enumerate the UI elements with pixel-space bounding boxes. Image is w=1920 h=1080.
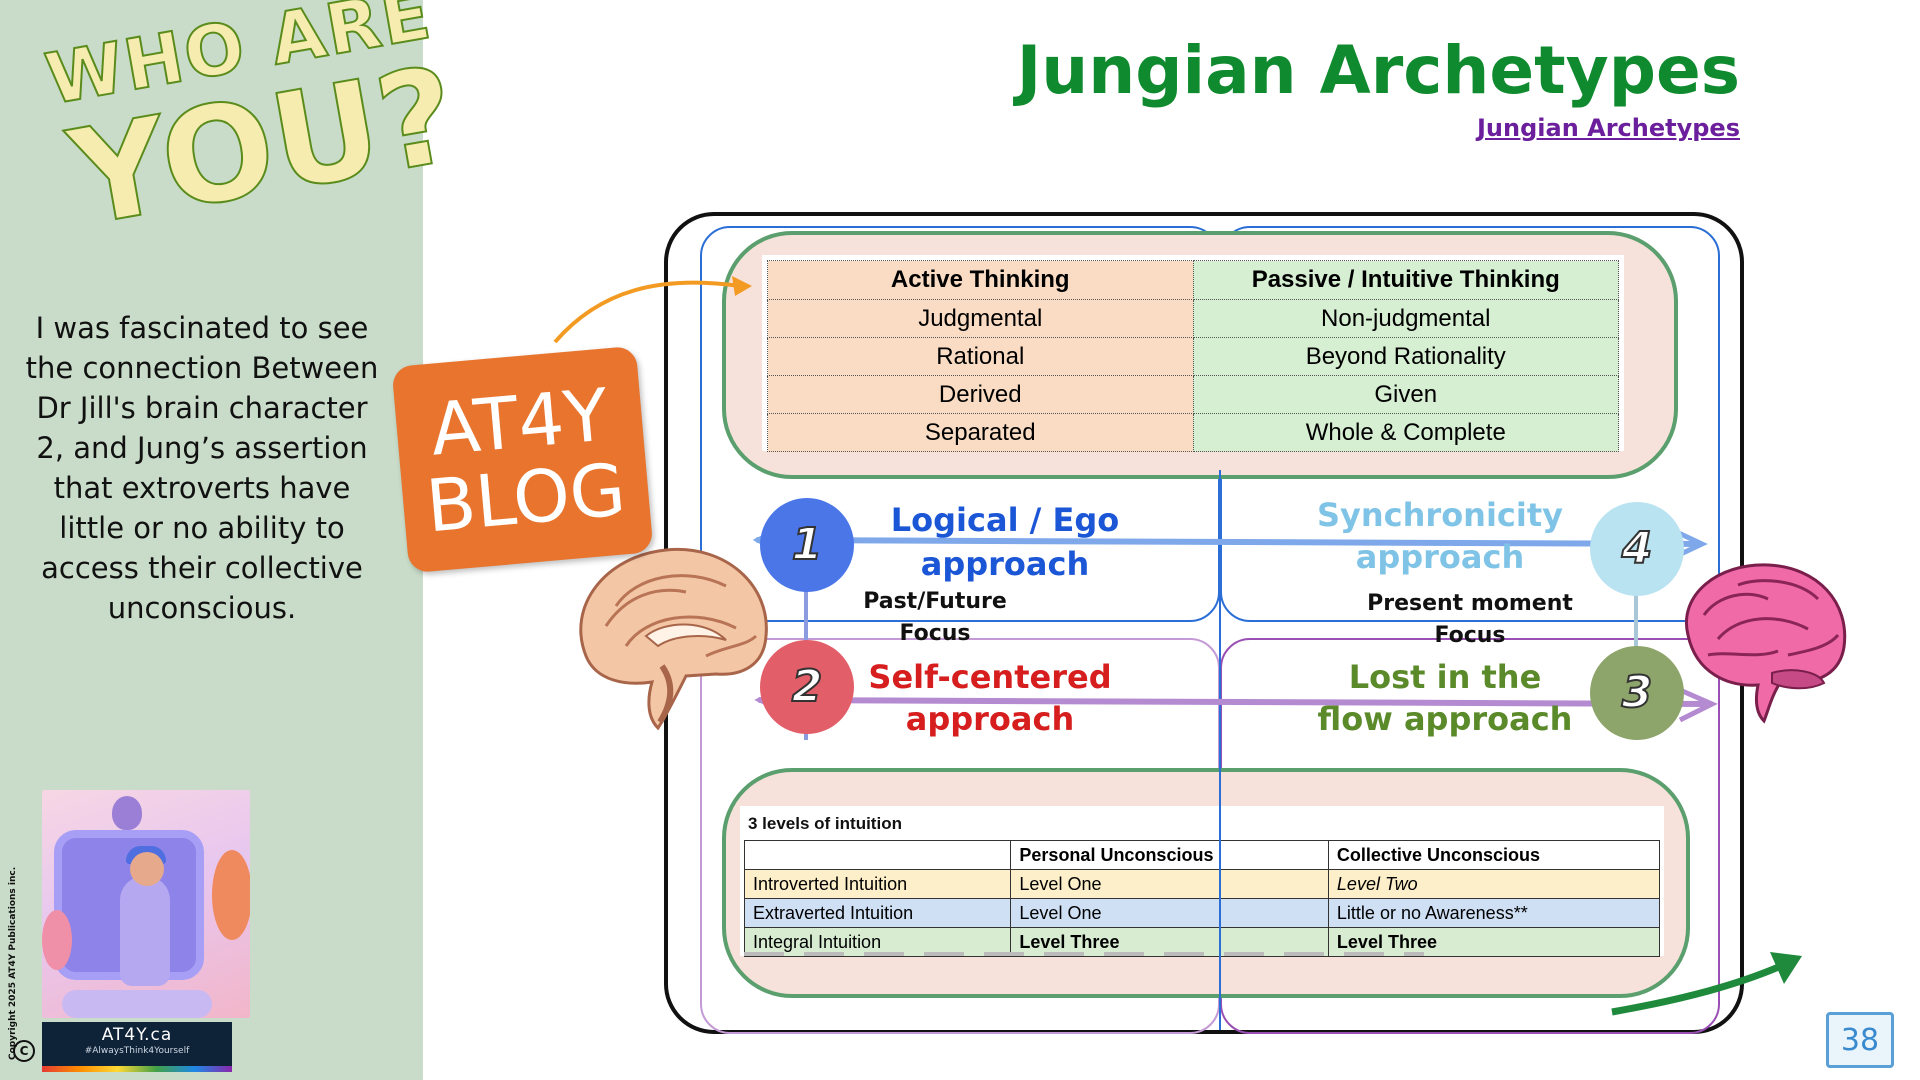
quadrant-1-label-line2: approach: [920, 545, 1090, 583]
table-cell: Level One: [1010, 869, 1329, 899]
next-arrowhead: [1770, 952, 1802, 984]
focus-left-line2: Focus: [899, 621, 971, 646]
sidebar-blurb: I was fascinated to see the connection B…: [25, 311, 379, 625]
table-cell: Introverted Intuition: [743, 869, 1012, 899]
copyright-icon: C: [13, 1040, 35, 1062]
table-header-collective: Collective Unconscious: [1327, 840, 1661, 870]
book-cover-illustration: [42, 790, 250, 1018]
page-number-badge: 38: [1826, 1012, 1894, 1068]
thinking-table: Active Thinking Passive / Intuitive Thin…: [762, 255, 1624, 452]
intuition-table-caption: 3 levels of intuition: [748, 814, 902, 833]
quadrant-4-label: Synchronicity approach: [1300, 494, 1580, 578]
jungian-archetypes-link[interactable]: Jungian Archetypes: [1476, 114, 1740, 142]
quadrant-3-label-line2: flow approach: [1317, 700, 1573, 738]
table-row: Judgmental Non-judgmental: [767, 299, 1619, 338]
table-cell: Separated: [767, 413, 1194, 452]
quadrant-1-label-line1: Logical / Ego: [890, 501, 1120, 539]
table-row: Extraverted Intuition Level One Little o…: [743, 898, 1661, 928]
blog-arrow: [553, 280, 741, 344]
table-cell: Extraverted Intuition: [743, 898, 1012, 928]
brand-tagline: #AlwaysThink4Yourself: [84, 1046, 190, 1056]
brand-title: AT4Y.ca: [101, 1025, 173, 1045]
table-cell: Level Three: [1327, 927, 1661, 957]
quadrant-2-badge: 2: [760, 640, 854, 734]
table-row: Derived Given: [767, 375, 1619, 414]
table-row: Introverted Intuition Level One Level Tw…: [743, 869, 1661, 899]
focus-right-line1: Present moment: [1367, 591, 1573, 616]
past-future-focus-label: Past/Future Focus: [850, 586, 1020, 650]
table-row: Separated Whole & Complete: [767, 413, 1619, 452]
blog-arrowhead: [732, 276, 752, 296]
blog-badge-line2: BLOG: [422, 447, 629, 549]
left-sidebar: WHO ARE YOU? I was fascinated to see the…: [0, 0, 469, 1080]
quadrant-3-label: Lost in the flow approach: [1310, 656, 1580, 740]
quadrant-3-label-line1: Lost in the: [1348, 658, 1542, 696]
quadrant-3-badge: 3: [1590, 646, 1684, 740]
table-cell: Beyond Rationality: [1192, 337, 1619, 376]
table-header-empty: [743, 840, 1012, 870]
brain-side-icon: [1685, 563, 1847, 724]
quadrant-4-label-line2: approach: [1355, 538, 1525, 576]
brand-logo[interactable]: AT4Y.ca #AlwaysThink4Yourself: [42, 1022, 232, 1072]
quadrant-2-label: Self-centered approach: [860, 656, 1120, 740]
table-cutoff-line: [744, 952, 1424, 956]
bottom-axis-right-head: [1678, 687, 1718, 723]
table-cell: Derived: [767, 375, 1194, 414]
at4y-blog-button[interactable]: AT4Y BLOG: [391, 345, 654, 574]
top-axis-line: [755, 537, 1703, 547]
table-cell: Level Two: [1327, 869, 1661, 899]
table-cell: Level One: [1010, 898, 1329, 928]
brain-sagittal-icon: [579, 547, 768, 731]
table-header-row: Personal Unconscious Collective Unconsci…: [743, 840, 1661, 870]
table-header-personal: Personal Unconscious: [1010, 840, 1329, 870]
quadrant-1-label: Logical / Ego approach: [870, 498, 1140, 586]
table-row: Rational Beyond Rationality: [767, 337, 1619, 376]
present-moment-focus-label: Present moment Focus: [1360, 588, 1580, 652]
bottom-axis-line: [757, 697, 1713, 707]
table-cell: Non-judgmental: [1192, 299, 1619, 338]
focus-right-line2: Focus: [1434, 623, 1506, 648]
quadrant-2-label-line1: Self-centered: [868, 658, 1112, 696]
table-cell: Little or no Awareness**: [1327, 898, 1661, 928]
focus-left-line1: Past/Future: [863, 589, 1007, 614]
next-arrow: [1611, 958, 1792, 1016]
quadrant-4-badge: 4: [1590, 502, 1684, 596]
quadrant-1-badge: 1: [760, 498, 854, 592]
page-title: Jungian Archetypes: [1016, 32, 1740, 109]
table-header-active: Active Thinking: [767, 260, 1194, 300]
table-header-passive: Passive / Intuitive Thinking: [1192, 260, 1619, 300]
table-cell: Whole & Complete: [1192, 413, 1619, 452]
quadrant-2-label-line2: approach: [905, 700, 1075, 738]
table-cell: Given: [1192, 375, 1619, 414]
quadrant-4-label-line1: Synchronicity: [1316, 496, 1564, 534]
